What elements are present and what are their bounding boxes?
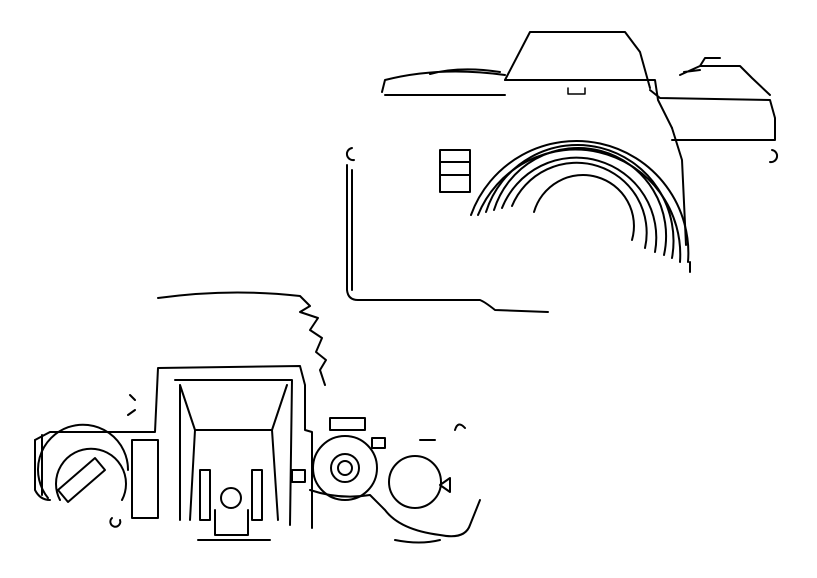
lens-top-rim: [157, 291, 327, 386]
shoe-slots: [199, 469, 263, 521]
mode-dial: [388, 455, 442, 509]
left-end: [34, 434, 51, 501]
strap-lug-right: [769, 149, 779, 164]
top-plate-left: [381, 68, 506, 96]
camera-body-outline: [346, 164, 549, 313]
misc-marks: [127, 394, 466, 493]
camera-top-outline: [34, 365, 313, 529]
camera-body-right: [671, 127, 687, 246]
top-plate-right: [649, 57, 776, 141]
strap-lug-left: [345, 147, 355, 162]
hotshoe-plate: [197, 509, 271, 541]
hotshoe: [567, 87, 586, 95]
camera-front-view: [345, 31, 779, 313]
shutter-button-inner: [337, 460, 353, 476]
bottom-lug: [109, 517, 122, 528]
side-panel: [131, 439, 159, 519]
camera-top-view: [34, 291, 481, 544]
frame-counter: [329, 417, 386, 449]
lens-rings: [470, 140, 691, 273]
rewind-lever: [57, 457, 106, 503]
lens-front-element: [533, 174, 635, 241]
film-advance: [309, 489, 481, 544]
rewind-knob: [37, 423, 130, 501]
shutter-button: [330, 453, 360, 483]
shutter-dial: [312, 435, 378, 501]
prism-front: [504, 79, 673, 129]
prism-top: [174, 379, 293, 526]
rewind-crank-inner: [220, 487, 242, 509]
self-timer-lever: [439, 149, 471, 193]
prism-housing: [504, 31, 651, 89]
